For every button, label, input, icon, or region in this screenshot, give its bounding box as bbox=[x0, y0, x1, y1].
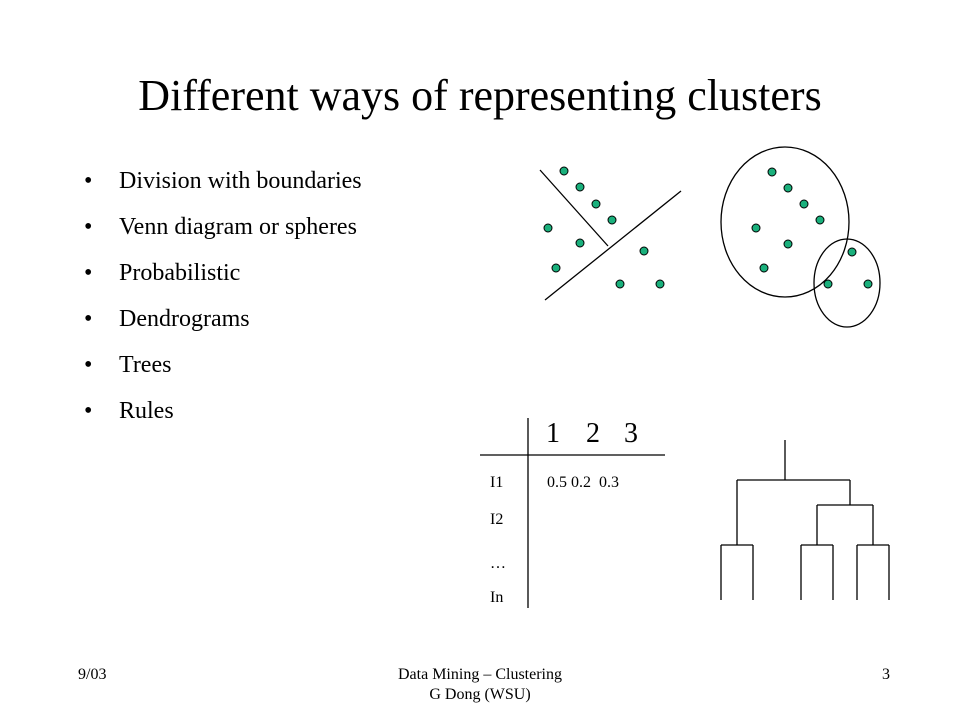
bullet-text: Trees bbox=[119, 352, 172, 378]
bullet-item: • Probabilistic bbox=[84, 250, 362, 296]
bullet-text: Venn diagram or spheres bbox=[119, 214, 357, 240]
data-point bbox=[759, 263, 769, 273]
cluster-sphere bbox=[720, 146, 850, 298]
bullet-item: • Trees bbox=[84, 342, 362, 388]
data-point bbox=[639, 246, 649, 256]
bullet-item: • Division with boundaries bbox=[84, 158, 362, 204]
bullet-glyph: • bbox=[84, 398, 93, 424]
footer-page-number: 3 bbox=[882, 666, 890, 683]
bullet-item: • Rules bbox=[84, 388, 362, 434]
data-point bbox=[767, 167, 777, 177]
bullet-list: • Division with boundaries • Venn diagram … bbox=[84, 158, 362, 434]
data-point bbox=[615, 279, 625, 289]
table-row-values: 0.5 0.2 0.3 bbox=[547, 474, 619, 491]
bullet-item: • Dendrograms bbox=[84, 296, 362, 342]
data-point bbox=[551, 263, 561, 273]
data-point bbox=[591, 199, 601, 209]
bullet-glyph: • bbox=[84, 168, 93, 194]
data-point bbox=[575, 238, 585, 248]
data-point bbox=[575, 182, 585, 192]
bullet-glyph: • bbox=[84, 260, 93, 286]
data-point bbox=[823, 279, 833, 289]
footer-date: 9/03 bbox=[78, 666, 107, 683]
dendrogram bbox=[720, 440, 890, 600]
table-row-label: … bbox=[490, 555, 506, 572]
prob-table-lines bbox=[480, 418, 665, 608]
table-row-label: I1 bbox=[490, 474, 504, 491]
data-point bbox=[559, 166, 569, 176]
boundary-points bbox=[543, 166, 665, 289]
bullet-glyph: • bbox=[84, 306, 93, 332]
table-col-header: 2 bbox=[586, 418, 600, 449]
bullet-text: Probabilistic bbox=[119, 260, 241, 286]
data-point bbox=[847, 247, 857, 257]
data-point bbox=[751, 223, 761, 233]
venn-spheres-diagram bbox=[720, 146, 881, 328]
data-point bbox=[655, 279, 665, 289]
boundary-line bbox=[544, 190, 682, 301]
data-point bbox=[863, 279, 873, 289]
table-col-header: 3 bbox=[624, 418, 638, 449]
data-point bbox=[783, 239, 793, 249]
footer-center: Data Mining – Clustering G Dong (WSU) bbox=[330, 665, 630, 705]
bullet-text: Dendrograms bbox=[119, 306, 250, 332]
table-row-label: In bbox=[490, 589, 504, 606]
footer-course: Data Mining – Clustering bbox=[398, 666, 562, 683]
bullet-glyph: • bbox=[84, 214, 93, 240]
table-row-label: I2 bbox=[490, 511, 504, 528]
data-point bbox=[799, 199, 809, 209]
venn-points bbox=[751, 167, 873, 289]
footer-author: G Dong (WSU) bbox=[429, 686, 531, 703]
bullet-text: Division with boundaries bbox=[119, 168, 362, 194]
bullet-text: Rules bbox=[119, 398, 174, 424]
data-point bbox=[783, 183, 793, 193]
table-col-header: 1 bbox=[546, 418, 560, 449]
boundary-line bbox=[539, 169, 609, 247]
cluster-sphere bbox=[813, 238, 881, 328]
slide-title: Different ways of representing clusters bbox=[138, 71, 822, 120]
data-point bbox=[607, 215, 617, 225]
bullet-item: • Venn diagram or spheres bbox=[84, 204, 362, 250]
boundary-division-diagram bbox=[539, 169, 682, 301]
bullet-glyph: • bbox=[84, 352, 93, 378]
data-point bbox=[543, 223, 553, 233]
data-point bbox=[815, 215, 825, 225]
